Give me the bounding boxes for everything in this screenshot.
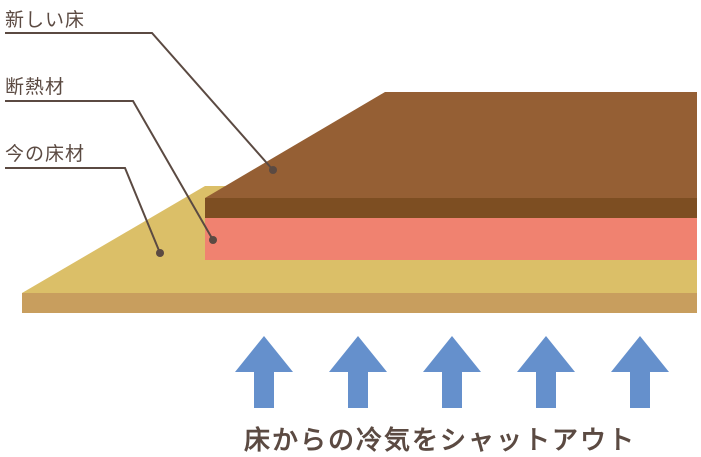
caption: 床からの冷気をシャットアウト <box>244 426 637 456</box>
up-arrow-icon <box>235 336 293 408</box>
up-arrow-icon <box>517 336 575 408</box>
up-arrow-icon <box>423 336 481 408</box>
dot-current-floor <box>156 249 164 257</box>
label-insulation: 断熱材 <box>5 76 66 98</box>
dot-new-floor <box>269 166 277 174</box>
up-arrow-icon <box>329 336 387 408</box>
up-arrow-icon <box>611 336 669 408</box>
label-new-floor: 新しい床 <box>5 9 86 31</box>
label-current-floor: 今の床材 <box>5 143 86 165</box>
leader-new-floor <box>5 32 274 171</box>
new-floor-edge <box>205 198 697 218</box>
new-floor-top <box>205 92 697 198</box>
dot-insulation <box>209 236 217 244</box>
leader-insulation <box>5 100 214 241</box>
current-floor-edge <box>22 293 697 313</box>
leader-current-floor <box>5 167 161 254</box>
insulation-layer <box>205 218 697 260</box>
